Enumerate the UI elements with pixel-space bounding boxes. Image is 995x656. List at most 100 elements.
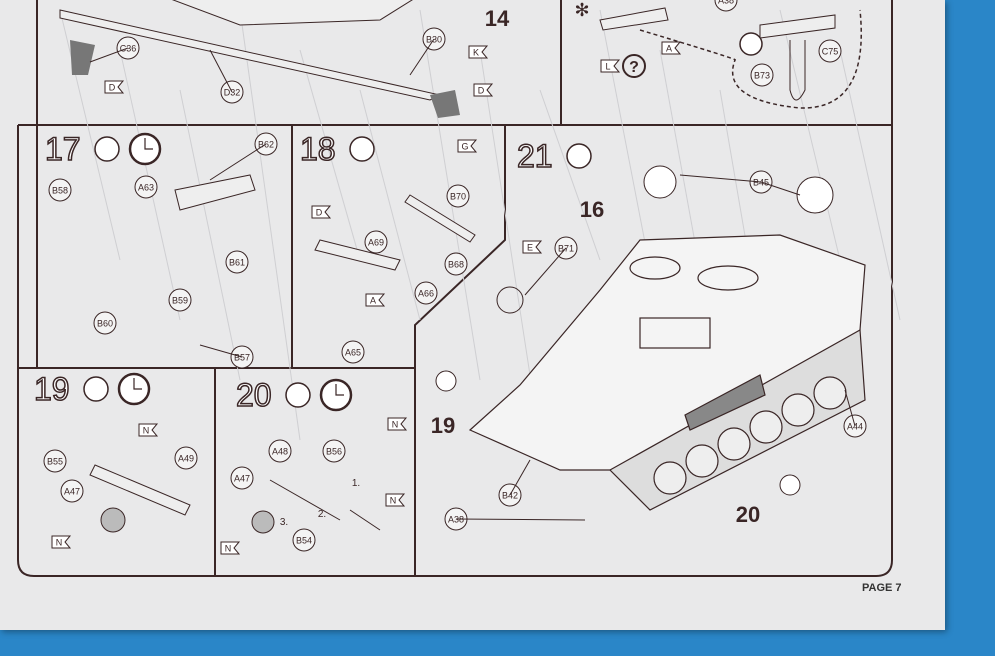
callout-C75: [818, 39, 842, 63]
callout-A49: [174, 446, 198, 470]
callout-B60: [93, 311, 117, 335]
callout-label-B61: B61: [229, 258, 245, 268]
periscope-cover: [643, 165, 677, 199]
asterisk-icon: ✻: [574, 0, 589, 20]
part-sprue-flag: [387, 417, 408, 431]
periscope-cover: [796, 176, 834, 214]
callout-label-B56: B56: [326, 447, 342, 457]
callout-B58: [48, 178, 72, 202]
glue-icon: [566, 143, 592, 169]
mudflap: [430, 90, 460, 118]
step-number-19: 19: [34, 371, 70, 407]
clock-hand: [144, 138, 153, 150]
callout-label-B54: B54: [296, 536, 312, 546]
callout-label-B59: B59: [172, 296, 188, 306]
glue-icon: [739, 32, 763, 56]
sprue-flag-N: N: [225, 544, 232, 554]
callout-label-B57: B57: [234, 353, 250, 363]
glue-icon: [285, 382, 311, 408]
order-mark: 2.: [318, 509, 326, 520]
sprue-flag-D: D: [109, 83, 116, 93]
tank-drawing: [468, 234, 866, 511]
callout-A48: [268, 439, 292, 463]
engine-grille: [639, 317, 711, 349]
callout-B73: [750, 63, 774, 87]
headlight: [251, 510, 275, 534]
callout-B61: [225, 250, 249, 274]
page-number: PAGE 7: [862, 582, 902, 594]
callout-A63: [134, 175, 158, 199]
callout-B55: [43, 449, 67, 473]
callout-label-A49: A49: [178, 454, 194, 464]
callout-label-A47: A47: [64, 487, 80, 497]
step-number-18: 18: [300, 131, 336, 167]
bracket: [599, 7, 669, 31]
sprue-flag-L: L: [605, 62, 610, 72]
callout-label-D32: D32: [224, 88, 241, 98]
road-wheel: [717, 427, 751, 461]
part-b73: [789, 40, 806, 101]
print-through: [359, 89, 421, 321]
print-through: [539, 89, 601, 261]
callout-B56: [322, 439, 346, 463]
part-sprue-flag: [51, 535, 72, 549]
leader-line: [679, 174, 762, 183]
headlight: [435, 370, 457, 392]
panel-borders: [17, 0, 893, 577]
part-sprue-flag: [473, 83, 494, 97]
leader-line: [199, 344, 243, 358]
detail-outline: [639, 9, 862, 109]
callout-label-B60: B60: [97, 319, 113, 329]
sprue-flag-D: D: [478, 86, 485, 96]
callout-B70: [446, 184, 470, 208]
leader-line: [509, 459, 531, 496]
glue-icon: [83, 376, 109, 402]
sprue-flag-N: N: [390, 496, 397, 506]
callout-A38: [714, 0, 738, 12]
step-number-17: 17: [45, 131, 81, 167]
callout-B54: [292, 528, 316, 552]
sprue-flag-N: N: [56, 538, 63, 548]
sprue-flag-A: A: [370, 296, 376, 306]
callout-B68: [444, 252, 468, 276]
print-through: [299, 49, 361, 261]
order-mark: 3.: [280, 517, 288, 528]
road-wheel: [781, 393, 815, 427]
part-sprue-flag: [220, 541, 241, 555]
question-icon: [622, 54, 646, 78]
print-through: [179, 89, 241, 381]
part-sprue-flag: [104, 80, 125, 94]
callout-label-B55: B55: [47, 457, 63, 467]
step-reference-16: 16: [580, 197, 604, 222]
step-reference-19: 19: [431, 413, 455, 438]
callout-B59: [168, 288, 192, 312]
step-number-18: 18: [300, 131, 336, 167]
callout-label-A38: A38: [718, 0, 734, 6]
glue-icon: [349, 136, 375, 162]
step-number-19: 19: [34, 371, 70, 407]
sprue-flag-D: D: [316, 208, 323, 218]
headlight: [100, 507, 126, 533]
part-sprue-flag: [138, 423, 159, 437]
callout-label-A69: A69: [368, 238, 384, 248]
callout-label-A65: A65: [345, 348, 361, 358]
glue-icon: [94, 136, 120, 162]
skirt-parts: [59, 0, 442, 101]
callout-label-B58: B58: [52, 186, 68, 196]
leader-line: [760, 181, 801, 196]
sprue-flag-E: E: [527, 243, 533, 253]
callout-label-B70: B70: [450, 192, 466, 202]
small-parts: [89, 174, 476, 531]
callout-label-C75: C75: [822, 47, 839, 57]
step-number-21: 21: [517, 138, 553, 174]
hatch: [697, 265, 759, 291]
step-number-17: 17: [45, 131, 81, 167]
leader-line: [409, 38, 435, 76]
callout-A69: [364, 230, 388, 254]
part-sprue-flag: [468, 45, 489, 59]
sprue-flag-G: G: [461, 142, 468, 152]
leader-line: [89, 47, 129, 63]
sprue-flag-N: N: [392, 420, 399, 430]
part-sprue-flag: [365, 293, 386, 307]
